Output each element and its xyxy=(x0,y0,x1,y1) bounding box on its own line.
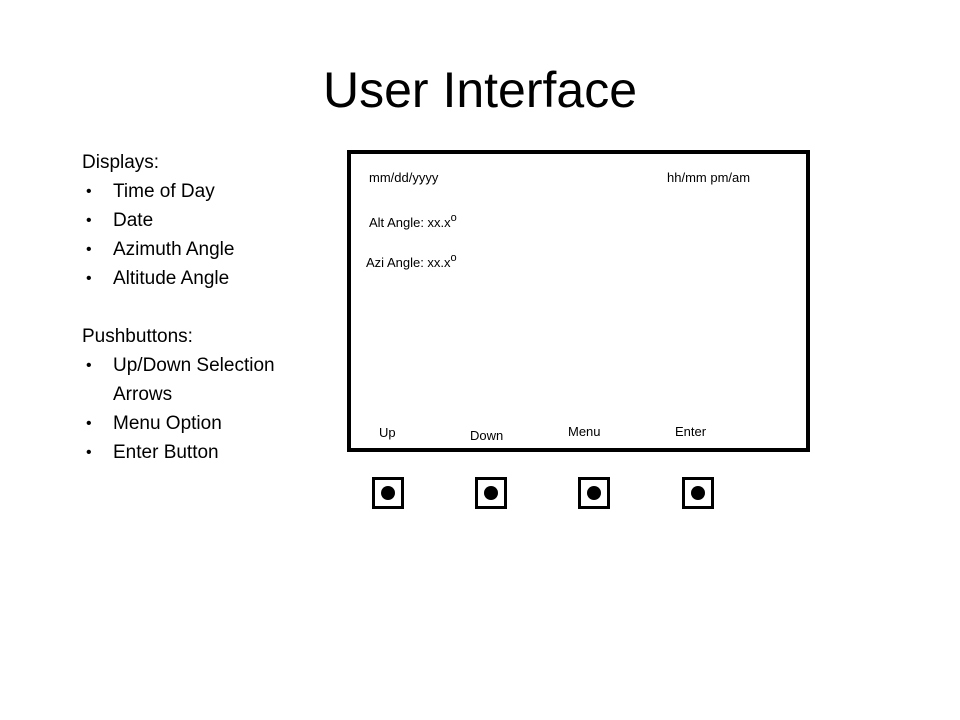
displays-heading: Displays: xyxy=(82,152,160,173)
screen-time: hh/mm pm/am xyxy=(667,170,751,185)
bullet-icon: • xyxy=(86,357,92,374)
list-item: •Azimuth Angle xyxy=(82,235,322,264)
list-item: •Time of Day xyxy=(82,177,322,206)
button-dot-icon xyxy=(587,486,601,500)
lcd-screen: mm/dd/yyyy hh/mm pm/am Alt Angle: xx.xo … xyxy=(347,150,810,452)
pushbuttons-list: •Up/Down Selection Arrows •Menu Option •… xyxy=(82,351,322,467)
enter-pushbutton[interactable] xyxy=(682,477,714,509)
bullet-icon: • xyxy=(86,415,92,432)
list-item: •Date xyxy=(82,206,322,235)
button-dot-icon xyxy=(691,486,705,500)
pushbuttons-heading: Pushbuttons: xyxy=(82,326,193,347)
screen-alt-angle: Alt Angle: xx.xo xyxy=(369,212,457,230)
bullet-icon: • xyxy=(86,241,92,258)
softkey-label-menu: Menu xyxy=(568,424,601,439)
button-dot-icon xyxy=(484,486,498,500)
softkey-label-up: Up xyxy=(379,425,396,440)
screen-date: mm/dd/yyyy xyxy=(369,170,439,185)
displays-list: •Time of Day •Date •Azimuth Angle •Altit… xyxy=(82,177,322,293)
menu-pushbutton[interactable] xyxy=(578,477,610,509)
list-item: •Altitude Angle xyxy=(82,264,322,293)
button-dot-icon xyxy=(381,486,395,500)
softkey-label-enter: Enter xyxy=(675,424,707,439)
list-item: •Enter Button xyxy=(82,438,322,467)
feature-list: Displays: •Time of Day •Date •Azimuth An… xyxy=(82,148,322,467)
screen-azi-angle: Azi Angle: xx.xo xyxy=(366,252,457,270)
bullet-icon: • xyxy=(86,444,92,461)
slide-title: User Interface xyxy=(322,62,637,118)
softkey-label-down: Down xyxy=(470,428,504,443)
bullet-icon: • xyxy=(86,212,92,229)
list-item: •Menu Option xyxy=(82,409,322,438)
up-pushbutton[interactable] xyxy=(372,477,404,509)
degree-symbol: o xyxy=(450,212,457,224)
degree-symbol: o xyxy=(450,252,457,264)
bullet-icon: • xyxy=(86,183,92,200)
bullet-icon: • xyxy=(86,270,92,287)
down-pushbutton[interactable] xyxy=(475,477,507,509)
list-item: •Up/Down Selection Arrows xyxy=(82,351,313,409)
